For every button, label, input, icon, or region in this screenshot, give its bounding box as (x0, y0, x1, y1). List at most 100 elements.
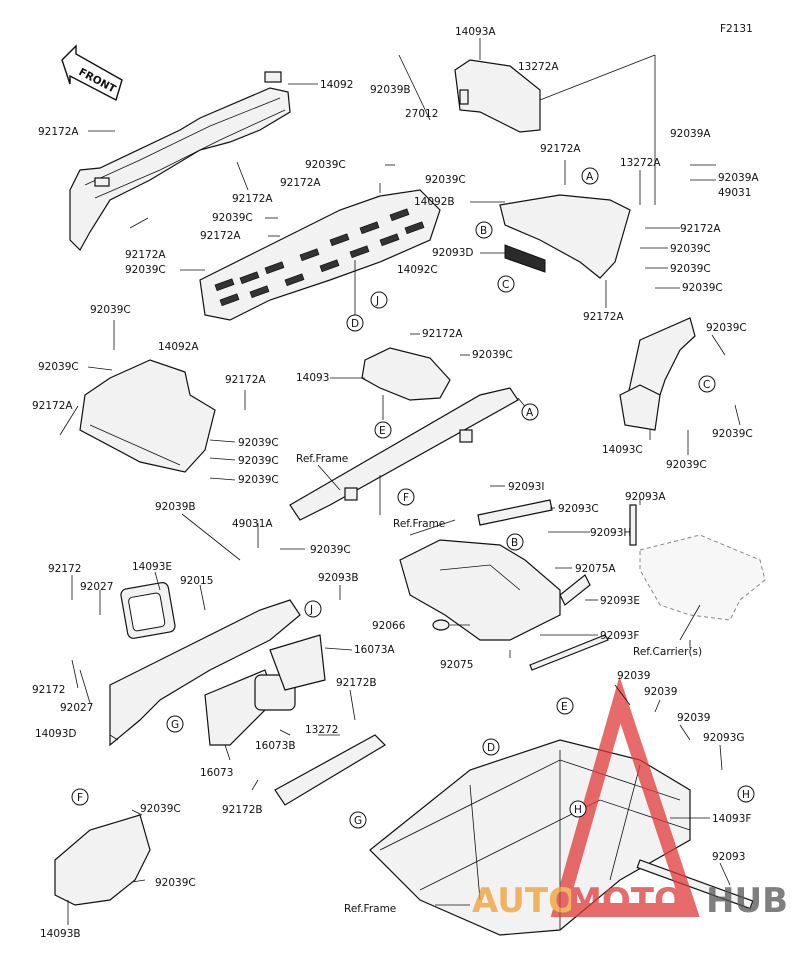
ref-letter-c-top: C (497, 275, 515, 293)
label-14093e: 14093E (132, 561, 172, 573)
label-92172a-7: 92172A (680, 223, 721, 235)
label-92172a-3: 92172A (125, 249, 166, 261)
label-92039c-1: 92039C (125, 264, 166, 276)
label-14092b: 14092B (414, 196, 455, 208)
panel-14093c (619, 317, 696, 431)
label-92039c-18: 92039C (140, 803, 181, 815)
bracket-13272 (274, 734, 386, 806)
ref-letter-c-right: C (698, 375, 716, 393)
figure-code: F2131 (720, 23, 753, 35)
label-92172a-11: 92172A (422, 328, 463, 340)
watermark-moto: MOTO (568, 881, 683, 921)
label-14093d: 14093D (35, 728, 77, 740)
label-92015: 92015 (180, 575, 213, 587)
carrier (639, 534, 766, 621)
ref-letter-f-left: F (71, 788, 89, 806)
ref-letter-g-mid: G (166, 715, 184, 733)
label-92039c-9: 92039C (38, 361, 79, 373)
svg-text:A: A (586, 171, 594, 183)
label-92039c-19: 92039C (155, 877, 196, 889)
label-92027-1: 92027 (80, 581, 113, 593)
label-92093i: 92093I (508, 481, 545, 493)
label-14093: 14093 (296, 372, 329, 384)
svg-text:E: E (379, 425, 386, 437)
svg-text:B: B (511, 537, 518, 549)
panel-14093d (109, 582, 301, 747)
ref-letter-e-mid: E (374, 421, 392, 439)
label-92172a-8: 92172A (583, 311, 624, 323)
label-92093h: 92093H (590, 527, 631, 539)
ref-letter-f-mid: F (397, 488, 415, 506)
label-92039a-1: 92039A (670, 128, 711, 140)
label-16073b: 16073B (255, 740, 296, 752)
ref-letter-e-frame: E (556, 697, 574, 715)
label-92039-2: 92039 (644, 686, 677, 698)
label-92039c-14: 92039C (706, 322, 747, 334)
label-14092c: 14092C (397, 264, 438, 276)
label-92093g: 92093G (703, 732, 745, 744)
svg-text:C: C (703, 379, 710, 391)
label-92039b-top: 92039B (370, 84, 411, 96)
svg-text:D: D (351, 318, 359, 330)
label-16073: 16073 (200, 767, 233, 779)
ref-letter-b-top: B (475, 221, 493, 239)
label-92039c-17: 92039C (310, 544, 351, 556)
label-13272a-right: 13272A (620, 157, 661, 169)
cover-14092 (69, 71, 291, 251)
watermark-hub: HUB (706, 881, 788, 921)
main-frame (369, 739, 754, 936)
label-92172a-2: 92172A (232, 193, 273, 205)
label-92039c-6: 92039C (670, 263, 711, 275)
svg-text:H: H (742, 789, 750, 801)
svg-text:A: A (526, 407, 534, 419)
watermark: AUTO MOTO HUB (472, 676, 788, 921)
label-92039c-12: 92039C (238, 474, 279, 486)
label-92172a-6: 92172A (540, 143, 581, 155)
svg-text:B: B (480, 225, 487, 237)
bracket-14093a (454, 59, 541, 133)
label-49031a: 49031A (232, 518, 273, 530)
label-92039c-2: 92039C (305, 159, 346, 171)
label-ref-carrier: Ref.Carrier(s) (633, 646, 702, 658)
seal-strips (477, 499, 637, 671)
label-ref-frame-1: Ref.Frame (296, 453, 348, 465)
label-92172-2: 92172 (32, 684, 65, 696)
label-14093c: 14093C (602, 444, 643, 456)
bracket-14093 (361, 347, 451, 401)
label-16073a: 16073A (354, 644, 395, 656)
label-92039-1: 92039 (617, 670, 650, 682)
label-92093: 92093 (712, 851, 745, 863)
label-14093a: 14093A (455, 26, 496, 38)
label-49031: 49031 (718, 187, 751, 199)
svg-text:E: E (561, 701, 568, 713)
label-92172a-5: 92172A (200, 230, 241, 242)
label-92093c: 92093C (558, 503, 599, 515)
label-92066: 92066 (372, 620, 406, 632)
label-92039c-10: 92039C (238, 437, 279, 449)
label-92039c-11: 92039C (238, 455, 279, 467)
part-labels: F2131 14093A 92039B 27012 13272A 14092 9… (32, 23, 759, 940)
ref-letter-h-frame: H (569, 800, 587, 818)
floor-mat-14092c (199, 189, 441, 321)
label-92075: 92075 (440, 659, 473, 671)
bracket-14092b (499, 194, 631, 279)
label-14092a: 14092A (158, 341, 199, 353)
center-box (399, 539, 561, 641)
label-92039c-3: 92039C (212, 212, 253, 224)
ref-letter-j-top: J (370, 291, 388, 309)
ref-letter-h-right: H (737, 785, 755, 803)
svg-text:F: F (77, 792, 83, 804)
svg-text:C: C (502, 279, 509, 291)
panel-14093b (54, 814, 151, 906)
label-92039-3: 92039 (677, 712, 710, 724)
label-27012: 27012 (405, 108, 438, 120)
label-ref-frame-3: Ref.Frame (344, 903, 396, 915)
label-92075a: 92075A (575, 563, 616, 575)
pads-16073 (204, 634, 326, 746)
label-13272a-top: 13272A (518, 61, 559, 73)
label-92093b: 92093B (318, 572, 359, 584)
reference-letters: A B C D J E A C F B J G E D H G H F (71, 167, 755, 829)
label-92039c-15: 92039C (712, 428, 753, 440)
label-92039c-5: 92039C (670, 243, 711, 255)
